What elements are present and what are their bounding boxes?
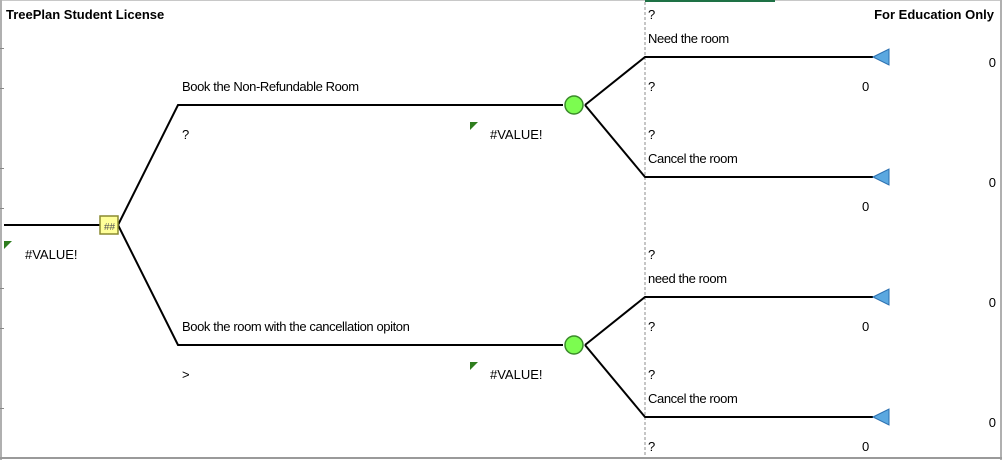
branch-value-2[interactable]: > <box>182 367 190 382</box>
outcome-name-2[interactable]: Cancel the room <box>648 151 738 166</box>
error-flag-icon <box>470 122 478 130</box>
edition-label: For Education Only <box>874 7 994 22</box>
outcome-line-cancel-1 <box>584 104 873 178</box>
sheet-right-border <box>1000 0 1002 460</box>
row-tick <box>0 408 4 409</box>
terminal-node-2[interactable] <box>871 168 890 186</box>
sheet-bottom-border <box>0 457 1002 459</box>
outcome-probability-1[interactable]: ? <box>648 7 656 22</box>
root-value[interactable]: #VALUE! <box>25 247 78 262</box>
row-tick <box>0 48 4 49</box>
terminal-node-1[interactable] <box>871 48 890 66</box>
outcome-probability-4[interactable]: ? <box>648 367 656 382</box>
branch-line-cancellation <box>117 224 563 346</box>
outcome-endpoint-1[interactable]: 0 <box>862 79 870 94</box>
terminal-node-4[interactable] <box>871 408 890 426</box>
branch-value-1[interactable]: ? <box>182 127 190 142</box>
outcome-name-4[interactable]: Cancel the room <box>648 391 738 406</box>
outcome-line-need-2 <box>584 296 873 346</box>
outcome-line-cancel-2 <box>584 344 873 418</box>
decision-node-label: ## <box>104 222 116 233</box>
outcome-line-need-1 <box>584 56 873 106</box>
chance-value-1[interactable]: #VALUE! <box>490 127 543 142</box>
sheet-top-border <box>0 0 1002 1</box>
error-flag-icon <box>470 362 478 370</box>
branch-name-2[interactable]: Book the room with the cancellation opit… <box>182 319 410 334</box>
outcome-payoff-4[interactable]: 0 <box>988 415 996 430</box>
row-tick <box>0 288 4 289</box>
outcome-value-2[interactable]: 0 <box>862 199 870 214</box>
outcome-probability-3[interactable]: ? <box>648 247 656 262</box>
error-flag-icon <box>4 241 12 249</box>
outcome-endpoint-4[interactable]: 0 <box>862 439 870 454</box>
outcome-name-3[interactable]: need the room <box>648 271 727 286</box>
selected-cell-marker <box>645 0 775 2</box>
row-tick <box>0 168 4 169</box>
outcome-endpoint-2[interactable]: 0 <box>988 175 996 190</box>
outcome-value-4[interactable]: ? <box>648 439 656 454</box>
outcome-endpoint-3[interactable]: 0 <box>862 319 870 334</box>
terminal-node-3[interactable] <box>871 288 890 306</box>
row-tick <box>0 328 4 329</box>
chance-node-2[interactable] <box>564 335 584 355</box>
chance-value-2[interactable]: #VALUE! <box>490 367 543 382</box>
row-tick <box>0 88 4 89</box>
branch-name-1[interactable]: Book the Non-Refundable Room <box>182 79 359 94</box>
sheet-left-border <box>0 0 2 460</box>
outcome-name-1[interactable]: Need the room <box>648 31 729 46</box>
outcome-payoff-1[interactable]: 0 <box>988 55 996 70</box>
branch-line-non-refundable <box>117 104 563 226</box>
row-tick <box>0 208 4 209</box>
license-label: TreePlan Student License <box>6 7 165 22</box>
outcome-probability-2[interactable]: ? <box>648 127 656 142</box>
outcome-payoff-3[interactable]: 0 <box>988 295 996 310</box>
outcome-value-1[interactable]: ? <box>648 79 656 94</box>
chance-node-1[interactable] <box>564 95 584 115</box>
outcome-value-3[interactable]: ? <box>648 319 656 334</box>
decision-node[interactable] <box>99 215 119 235</box>
